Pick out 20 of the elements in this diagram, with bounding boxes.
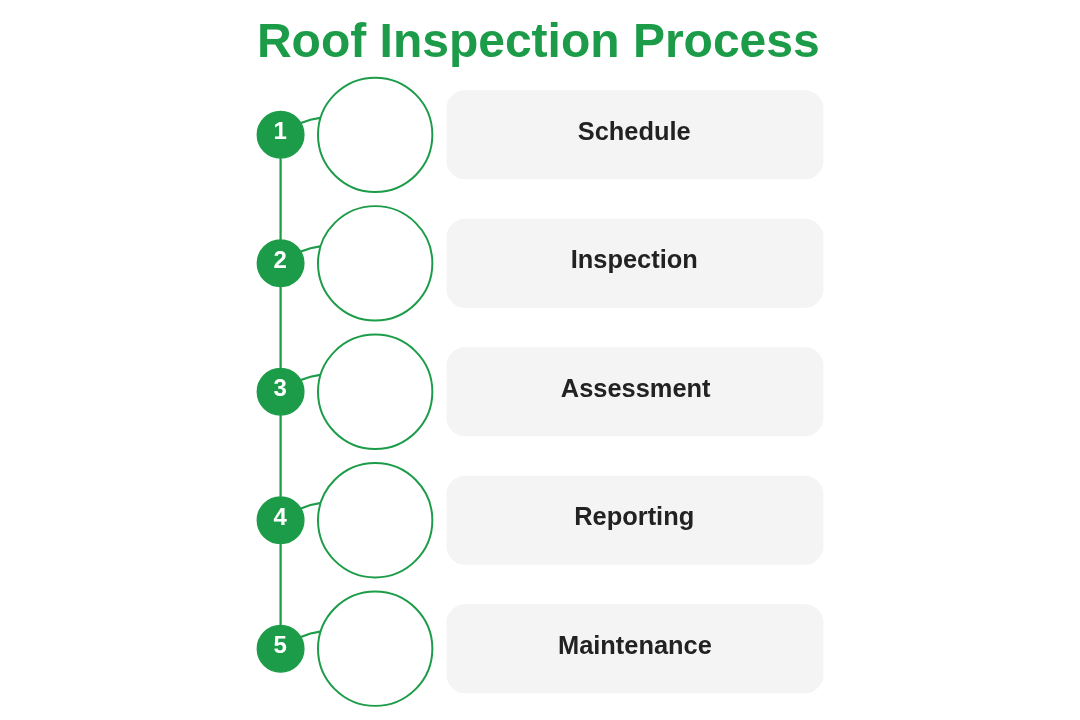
connector — [300, 245, 321, 253]
node-circle: 1 — [256, 110, 305, 159]
node-circle: 4 — [256, 496, 305, 545]
node-circle: 2 — [256, 239, 305, 288]
node-circle — [317, 590, 434, 707]
connector — [300, 502, 321, 510]
connector — [279, 415, 282, 497]
node-circle — [317, 205, 434, 322]
connector — [279, 286, 282, 369]
connector — [279, 158, 282, 240]
diagram-title: Roof Inspection Process — [256, 13, 820, 67]
node-circle: 3 — [256, 367, 305, 416]
node-circle: 5 — [256, 624, 305, 673]
connector — [300, 116, 321, 125]
connector — [300, 373, 321, 382]
connector — [300, 630, 321, 638]
connector — [279, 543, 282, 626]
node-circle — [317, 76, 434, 193]
node-circle — [317, 462, 434, 579]
node-circle — [317, 333, 434, 450]
